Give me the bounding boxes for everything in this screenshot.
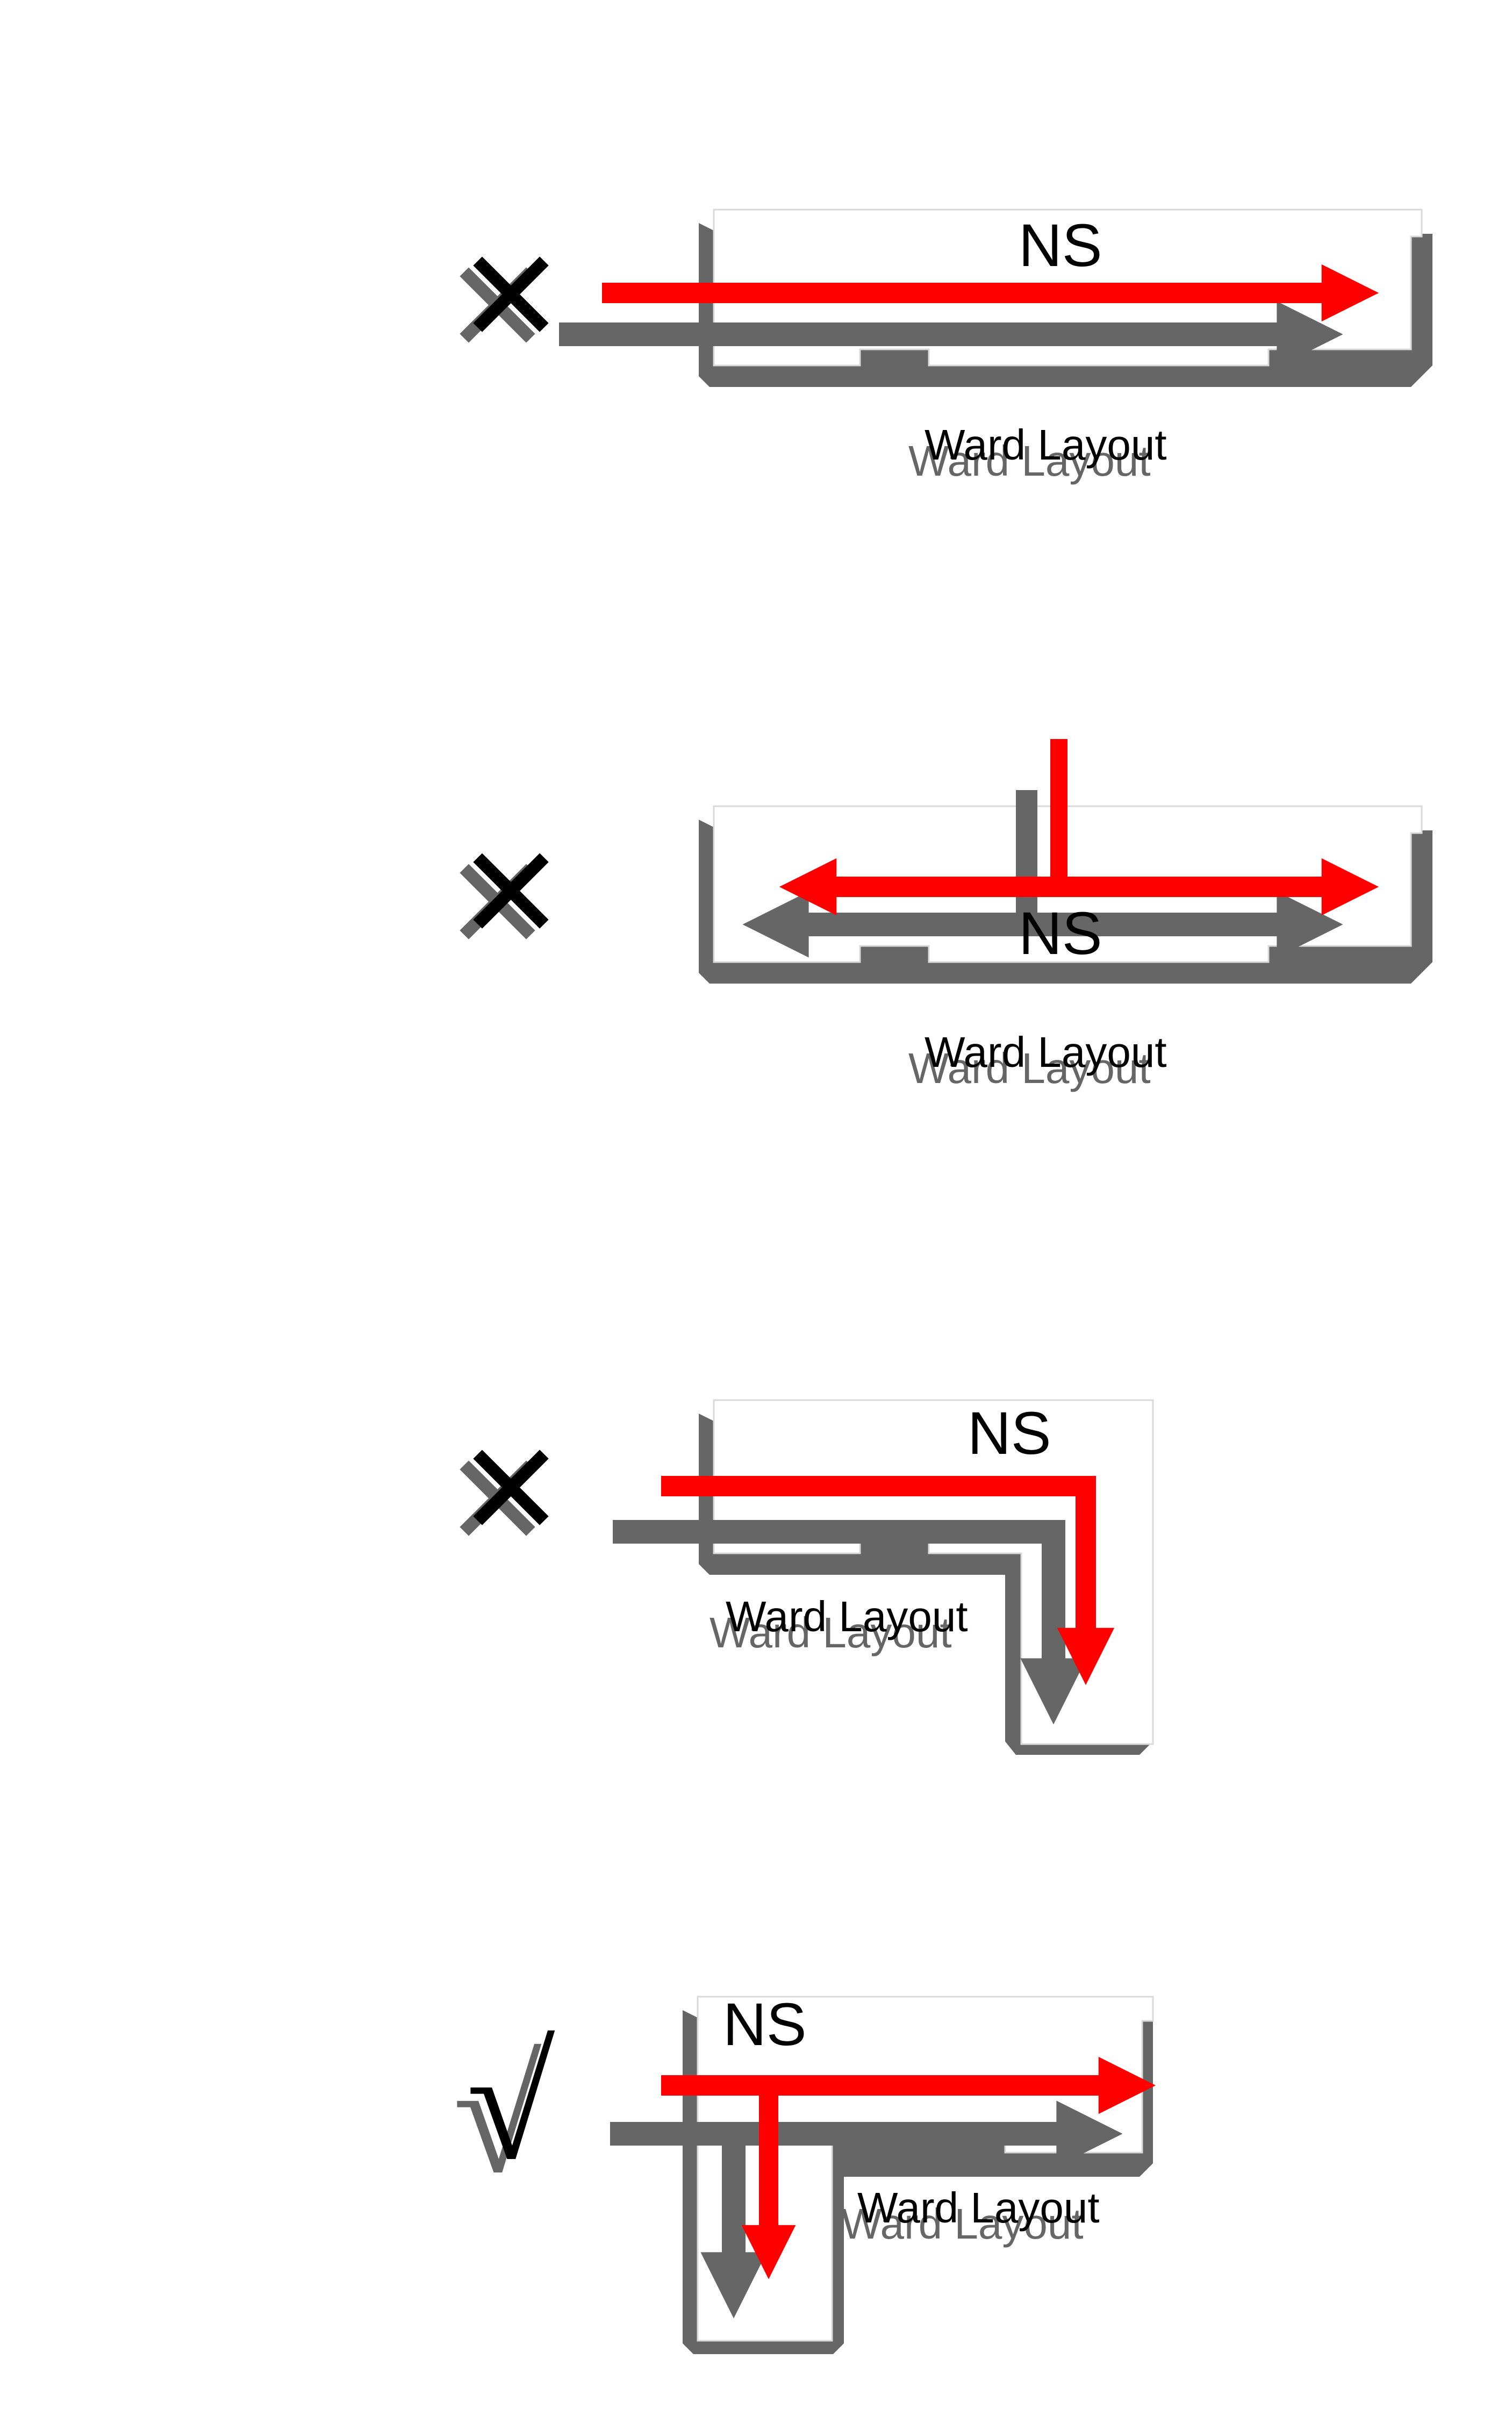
panel-2: NS Ward Layout Ward Layout ✕ ✕ [443,739,1432,1092]
layout-label-shadow: Ward Layout [908,1044,1151,1092]
layout-label-shadow: Ward Layout [908,437,1151,485]
layout-label-shadow: Ward Layout [710,1609,952,1656]
cross-mark-icon: ✕ [457,221,565,372]
panel-4: NS Ward Layout Ward Layout √ √ [452,1991,1156,2354]
check-mark-icon-shadow: √ [452,2028,542,2206]
corridor-arrow-4 [610,2056,1156,2319]
cross-mark-icon-shadow: ✕ [443,829,551,979]
corridor-label: NS [1019,212,1102,279]
layout-label-shadow: Ward Layout [841,2200,1084,2248]
corridor-arrow-2 [742,739,1379,958]
corridor-label: NS [968,1400,1051,1467]
panel-3: NS Ward Layout Ward Layout ✕ ✕ [443,1399,1154,1755]
cross-mark-icon: ✕ [457,818,565,969]
cross-mark-icon-shadow: ✕ [443,232,551,383]
layout-label: Ward Layout [726,1593,968,1640]
cross-mark-icon: ✕ [457,1415,565,1565]
layout-label: Ward Layout [857,2184,1100,2232]
panel-1: NS Ward Layout Ward Layout ✕ ✕ [443,209,1432,485]
corridor-label: NS [723,1991,807,2058]
layout-label: Ward Layout [925,1028,1167,1076]
corridor-arrow-1 [559,264,1379,368]
corridor-label: NS [1019,900,1102,967]
cross-mark-icon-shadow: ✕ [443,1425,551,1576]
check-mark-icon: √ [465,2014,556,2193]
layout-label: Ward Layout [925,421,1167,469]
corridor-arrow-3 [613,1476,1115,1725]
